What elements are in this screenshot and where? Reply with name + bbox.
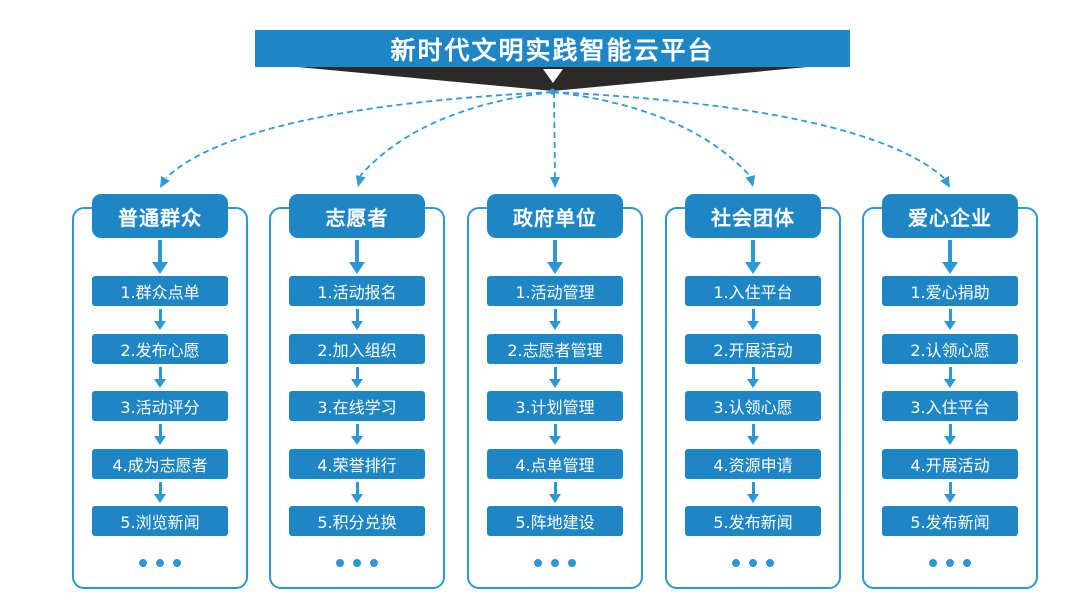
column-header: 政府单位 [487,194,623,238]
flow-step: 2.加入组织 [289,333,425,364]
flow-step: 4.资源申请 [685,448,821,479]
arrow-down-icon [349,238,365,276]
arrow-down-icon [745,238,761,276]
column-social-group: 社会团体 1.入住平台 2.开展活动 3.认领心愿 4.资源申请 5.发布新闻 [665,194,841,589]
flow-step: 3.计划管理 [487,391,623,421]
arrow-down-icon [154,306,166,334]
dashed-connector [552,91,945,179]
arrow-down-icon [351,479,363,507]
flow-step: 1.活动报名 [289,276,425,306]
flow-step: 1.群众点单 [92,276,228,306]
arrow-down-icon [549,306,561,334]
flow-step: 4.成为志愿者 [92,448,228,479]
column-header: 爱心企业 [882,194,1018,238]
flow-step: 3.认领心愿 [685,391,821,421]
more-indicator [534,559,576,567]
flow-step: 5.积分兑换 [289,506,425,536]
flow-step: 1.活动管理 [487,276,623,306]
arrow-down-icon [944,479,956,507]
arrow-down-icon [747,364,759,392]
arrow-down-icon [154,479,166,507]
arrow-down-icon [944,306,956,334]
column-charity-enterprise: 爱心企业 1.爱心捐助 2.认领心愿 3.入住平台 4.开展活动 5.发布新闻 [862,194,1038,589]
flow-step: 3.入住平台 [882,391,1018,421]
flow-step: 2.发布心愿 [92,333,228,364]
flow-step: 5.发布新闻 [882,506,1018,536]
arrowhead-icon [355,175,366,187]
dashed-connector [553,91,556,181]
dashed-connector [552,91,751,177]
arrow-down-icon [942,238,958,276]
column-header: 普通群众 [92,194,228,238]
arrow-down-icon [549,479,561,507]
platform-title-banner: 新时代文明实践智能云平台 [255,30,850,67]
arrow-down-icon [944,364,956,392]
hub-point [549,88,556,95]
flow-step: 1.入住平台 [685,276,821,306]
more-indicator [732,559,774,567]
arrow-down-icon [351,306,363,334]
column-volunteer: 志愿者 1.活动报名 2.加入组织 3.在线学习 4.荣誉排行 5.积分兑换 [269,194,445,589]
flow-step: 4.点单管理 [487,448,623,479]
arrowhead-icon [745,175,756,187]
platform-title: 新时代文明实践智能云平台 [390,35,715,65]
arrow-down-icon [154,421,166,449]
flow-step: 2.志愿者管理 [487,333,623,364]
flow-step: 4.荣誉排行 [289,448,425,479]
arrow-down-icon [154,364,166,392]
more-indicator [139,559,181,567]
flow-step: 5.发布新闻 [685,506,821,536]
dashed-connector [359,91,553,177]
more-indicator [929,559,971,567]
flow-step: 3.活动评分 [92,391,228,421]
arrow-down-icon [549,364,561,392]
arrowhead-icon [550,177,560,188]
flow-step: 3.在线学习 [289,391,425,421]
dashed-connector [165,91,553,179]
arrowhead-icon [160,175,170,188]
column-ordinary-public: 普通群众 1.群众点单 2.发布心愿 3.活动评分 4.成为志愿者 5.浏览新闻 [72,194,248,589]
flow-step: 4.开展活动 [882,448,1018,479]
arrow-down-icon [747,479,759,507]
column-government: 政府单位 1.活动管理 2.志愿者管理 3.计划管理 4.点单管理 5.阵地建设 [467,194,643,589]
flow-step: 1.爱心捐助 [882,276,1018,306]
arrow-down-icon [747,421,759,449]
flow-step: 5.阵地建设 [487,506,623,536]
flow-step: 2.开展活动 [685,333,821,364]
banner-notch-icon [543,69,563,83]
flow-step: 5.浏览新闻 [92,506,228,536]
arrow-down-icon [549,421,561,449]
column-header: 社会团体 [685,194,821,238]
arrow-down-icon [547,238,563,276]
arrowhead-icon [940,175,950,188]
arrow-down-icon [944,421,956,449]
arrow-down-icon [351,364,363,392]
flow-step: 2.认领心愿 [882,333,1018,364]
arrow-down-icon [351,421,363,449]
more-indicator [336,559,378,567]
column-header: 志愿者 [289,194,425,238]
arrow-down-icon [152,238,168,276]
arrow-down-icon [747,306,759,334]
